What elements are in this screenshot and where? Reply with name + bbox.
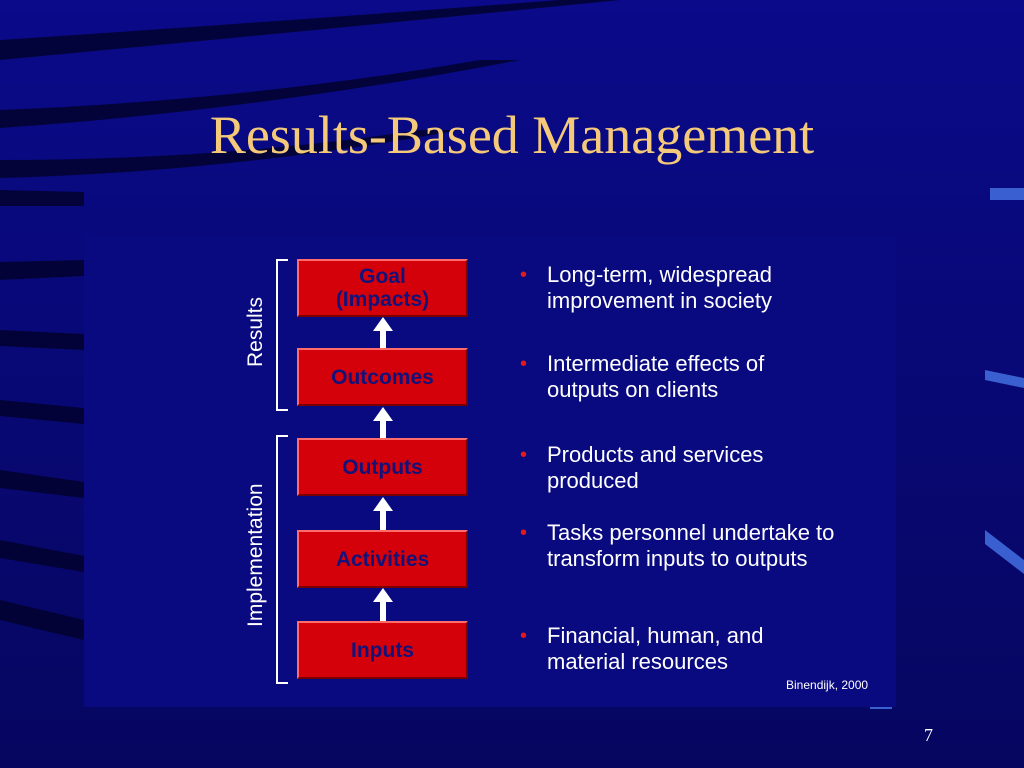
bullet-icon: • — [520, 625, 528, 647]
outputs-box: Outputs — [297, 438, 468, 496]
description-text: Long-term, widespread improvement in soc… — [547, 262, 773, 313]
outcomes-description: • Intermediate effects of outputs on cli… — [520, 351, 840, 403]
goal-impacts-box: Goal (Impacts) — [297, 259, 468, 317]
description-text: Financial, human, and material resources — [547, 623, 764, 674]
bullet-icon: • — [520, 353, 528, 375]
up-arrow-icon — [373, 588, 393, 621]
citation: Binendijk, 2000 — [786, 678, 869, 692]
up-arrow-icon — [373, 497, 393, 530]
description-text: Tasks personnel undertake to transform i… — [547, 520, 835, 571]
box-label: Inputs — [351, 638, 414, 662]
up-arrow-icon — [373, 407, 393, 438]
activities-box: Activities — [297, 530, 468, 588]
box-label: Activities — [335, 547, 430, 571]
inputs-description: • Financial, human, and material resourc… — [520, 623, 840, 675]
description-text: Intermediate effects of outputs on clien… — [547, 351, 765, 402]
slide-title: Results-Based Management — [209, 105, 815, 165]
box-label: Outcomes — [331, 365, 434, 389]
implementation-bracket — [276, 435, 288, 684]
inputs-box: Inputs — [297, 621, 468, 679]
implementation-group-label: Implementation — [244, 483, 267, 627]
results-group-label: Results — [244, 296, 267, 368]
box-label: Outputs — [342, 455, 423, 479]
up-arrow-icon — [373, 317, 393, 348]
outcomes-box: Outcomes — [297, 348, 468, 406]
bullet-icon: • — [520, 444, 528, 466]
page-number: 7 — [924, 725, 933, 745]
description-text: Products and services produced — [547, 442, 764, 493]
box-label: Goal (Impacts) — [335, 265, 430, 311]
bullet-icon: • — [520, 522, 528, 544]
outputs-description: • Products and services produced — [520, 442, 840, 494]
goal-description: • Long-term, widespread improvement in s… — [520, 262, 840, 314]
diagram-panel — [84, 235, 896, 707]
bullet-icon: • — [520, 264, 528, 286]
results-bracket — [276, 259, 288, 411]
activities-description: • Tasks personnel undertake to transform… — [520, 520, 840, 572]
